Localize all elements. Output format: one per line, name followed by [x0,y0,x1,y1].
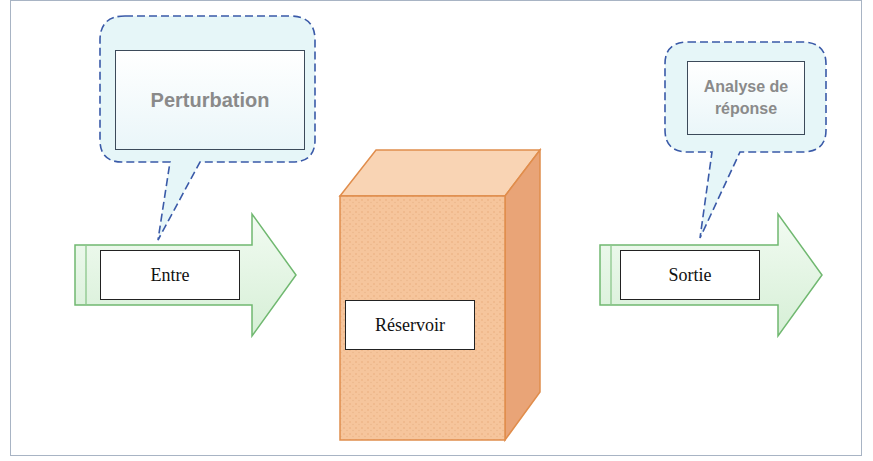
frame [11,1,862,456]
input-arrow [75,214,296,336]
callout-bubble [665,42,826,238]
output-label-box: Sortie [620,250,760,300]
callout-box: Perturbation [115,50,305,150]
node-text: Perturbation [151,87,270,114]
arrow-band [86,246,87,304]
node-text: Entre [151,263,190,287]
reservoir-box: Réservoir [345,300,475,350]
node-text: Sortie [669,263,712,287]
node-text: Réservoir [375,313,445,337]
input-label-box: Entre [100,250,240,300]
arrow-band [611,246,612,304]
output-arrow [600,214,822,336]
callout-box: Analyse de réponse [687,61,805,135]
cube-side [505,150,540,440]
cube-front [340,196,505,440]
node-text: Analyse de réponse [696,76,796,119]
callout-bubble [100,16,315,240]
